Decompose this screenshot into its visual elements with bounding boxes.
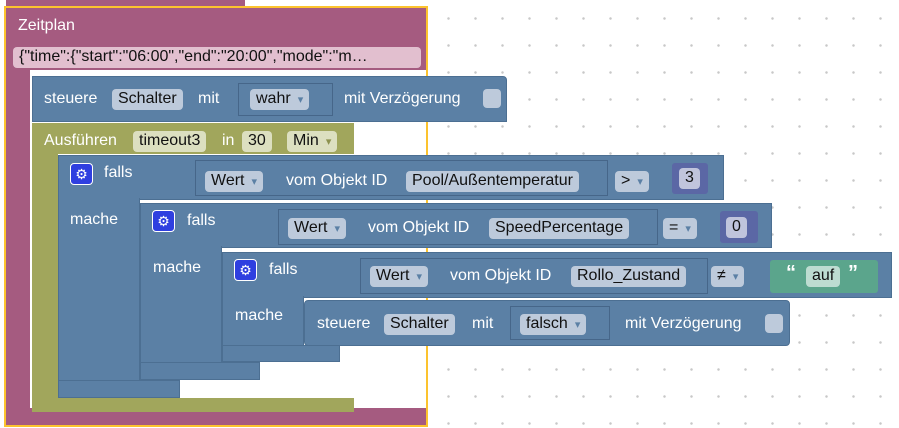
prop-dropdown[interactable]: Wert: [288, 218, 347, 239]
schedule-title: Zeitplan: [18, 17, 75, 34]
value-dropdown[interactable]: falsch: [520, 314, 587, 335]
with-label: mit: [472, 315, 494, 332]
if-block-1-body[interactable]: [58, 198, 140, 398]
number-field[interactable]: 0: [726, 217, 747, 238]
if-block-3-bottom: [222, 345, 340, 362]
if-block-1-bottom: [58, 380, 180, 398]
timeout-name-field[interactable]: timeout3: [133, 131, 207, 152]
schedule-json-field[interactable]: {"time":{"start":"06:00","end":"20:00","…: [13, 47, 421, 68]
control-label: steuere: [317, 315, 371, 332]
prop-dropdown[interactable]: Wert: [370, 266, 429, 287]
object-id-label: vom Objekt ID: [286, 172, 388, 189]
delay-label: mit Verzögerung: [344, 90, 461, 107]
control-label: steuere: [44, 90, 98, 107]
close-quote: ”: [848, 262, 858, 284]
control-target-field[interactable]: Schalter: [384, 314, 455, 335]
text-field[interactable]: auf: [806, 266, 841, 287]
with-label: mit: [198, 90, 220, 107]
control-target-field[interactable]: Schalter: [112, 89, 183, 110]
delay-label: mit Verzögerung: [625, 315, 742, 332]
object-id-field[interactable]: Pool/Außentemperatur: [406, 171, 579, 192]
do-label: mache: [153, 259, 202, 276]
value-dropdown[interactable]: wahr: [250, 89, 310, 110]
in-label: in: [222, 132, 235, 149]
do-label: mache: [235, 307, 284, 324]
open-quote: “: [786, 262, 796, 284]
do-label: mache: [70, 211, 119, 228]
delay-checkbox[interactable]: [483, 89, 501, 108]
operator-dropdown[interactable]: =: [663, 218, 697, 239]
if-label: falls: [269, 261, 298, 278]
gear-icon[interactable]: ⚙: [234, 259, 257, 281]
object-id-field[interactable]: Rollo_Zustand: [571, 266, 687, 287]
object-id-label: vom Objekt ID: [368, 219, 470, 236]
timeout-amount-field[interactable]: 30: [242, 131, 272, 152]
timeout-unit-dropdown[interactable]: Min: [287, 131, 338, 152]
prop-dropdown[interactable]: Wert: [205, 171, 264, 192]
if-label: falls: [187, 212, 216, 229]
object-id-field[interactable]: SpeedPercentage: [489, 218, 630, 239]
if-block-2-bottom: [140, 362, 260, 380]
object-id-label: vom Objekt ID: [450, 267, 552, 284]
delay-checkbox[interactable]: [765, 314, 783, 333]
gear-icon[interactable]: ⚙: [70, 163, 93, 185]
gear-icon[interactable]: ⚙: [152, 210, 175, 232]
if-label: falls: [104, 164, 133, 181]
operator-dropdown[interactable]: ≠: [711, 266, 745, 287]
number-field[interactable]: 3: [679, 168, 700, 189]
block-above[interactable]: [6, 0, 245, 6]
operator-dropdown[interactable]: >: [615, 171, 649, 192]
timeout-label: Ausführen: [44, 132, 117, 149]
